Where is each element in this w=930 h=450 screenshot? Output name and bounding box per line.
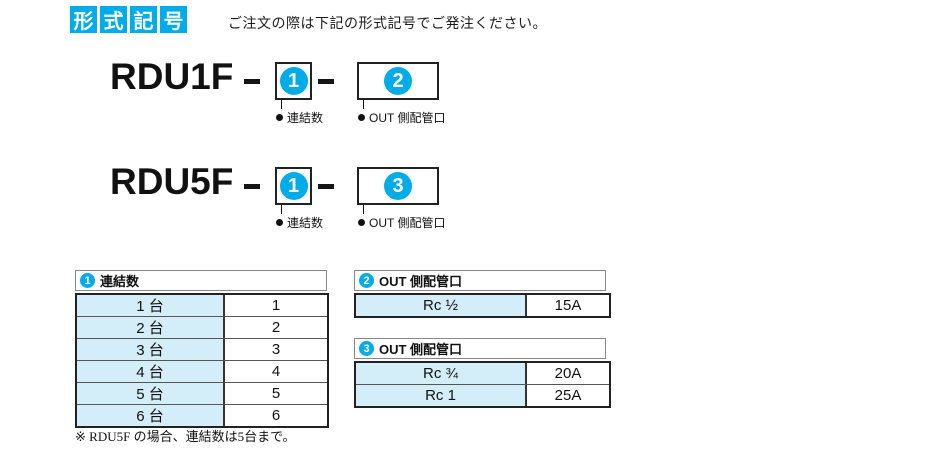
slot-box-2: 2: [357, 62, 439, 100]
table-cell-label: 6 台: [77, 405, 225, 426]
table-row: 3 台 3: [77, 338, 327, 360]
circled-number-3: 3: [384, 172, 412, 200]
table-row: 2 台 2: [77, 316, 327, 338]
slot-label-text: OUT 側配管口: [369, 216, 446, 230]
table-row: 4 台 4: [77, 360, 327, 382]
model-code-diagram-rdu5f: RDU5F 1 3 連結数 OUT 側配管口: [110, 163, 530, 233]
slot-box-2: 3: [357, 167, 439, 205]
slot-label-text: 連結数: [287, 216, 324, 230]
table-header-out-port-3: 3 OUT 側配管口: [354, 338, 606, 359]
table-header-renketsusu: 1 連結数: [75, 270, 327, 291]
slot-label-2: OUT 側配管口: [358, 214, 445, 231]
table-row: 6 台 6: [77, 404, 327, 426]
model-name: RDU5F: [110, 161, 234, 202]
circled-number-2: 2: [359, 273, 374, 288]
leader-line: [363, 100, 364, 109]
section-badge: 形 式 記 号: [70, 6, 187, 33]
slot-box-1: 1: [275, 167, 312, 205]
table-row: Rc ½ 15A: [356, 295, 609, 316]
model-name: RDU1F: [110, 56, 234, 97]
leader-line: [281, 205, 282, 214]
dash: [244, 184, 260, 189]
table-cell-label: Rc ¾: [356, 363, 527, 384]
dash: [318, 79, 334, 84]
bullet-marker: [276, 114, 283, 121]
table-row: 5 台 5: [77, 382, 327, 404]
table-cell-label: Rc 1: [356, 385, 527, 406]
bullet-marker: [276, 219, 283, 226]
badge-char-1: 形: [70, 6, 97, 33]
table-out-port-2: Rc ½ 15A: [354, 293, 611, 318]
table-cell-value: 2: [225, 317, 327, 338]
table-cell-label: Rc ½: [356, 295, 527, 316]
circled-number-3: 3: [359, 341, 374, 356]
table-row: 1 台 1: [77, 295, 327, 316]
table-cell-value: 20A: [527, 363, 609, 384]
slot-box-1: 1: [275, 62, 312, 100]
table-cell-value: 25A: [527, 385, 609, 406]
table-cell-label: 3 台: [77, 339, 225, 360]
slot-label-2: OUT 側配管口: [358, 109, 445, 126]
slot-label-1: 連結数: [276, 214, 323, 231]
badge-char-4: 号: [160, 6, 187, 33]
table-cell-value: 3: [225, 339, 327, 360]
table-cell-value: 15A: [527, 295, 609, 316]
circled-number-1: 1: [279, 172, 308, 200]
table-title: OUT 側配管口: [379, 342, 463, 357]
table-cell-value: 4: [225, 361, 327, 382]
circled-number-1: 1: [80, 273, 95, 288]
slot-label-text: 連結数: [287, 111, 324, 125]
bullet-marker: [358, 114, 365, 121]
table-out-port-3: Rc ¾ 20A Rc 1 25A: [354, 361, 611, 408]
table-cell-value: 6: [225, 405, 327, 426]
dash: [318, 184, 334, 189]
table-renketsusu: 1 台 1 2 台 2 3 台 3 4 台 4 5 台 5 6 台 6: [75, 293, 329, 428]
table-cell-label: 1 台: [77, 295, 225, 316]
leader-line: [363, 205, 364, 214]
table-title: OUT 側配管口: [379, 274, 463, 289]
table-row: Rc ¾ 20A: [356, 363, 609, 384]
table-cell-value: 5: [225, 383, 327, 404]
table-cell-label: 2 台: [77, 317, 225, 338]
intro-text: ご注文の際は下記の形式記号でご発注ください。: [228, 17, 547, 32]
table-title: 連結数: [100, 274, 140, 289]
badge-char-2: 式: [100, 6, 127, 33]
badge-char-3: 記: [130, 6, 157, 33]
circled-number-1: 1: [279, 67, 308, 95]
bullet-marker: [358, 219, 365, 226]
slot-label-text: OUT 側配管口: [369, 111, 446, 125]
leader-line: [281, 100, 282, 109]
dash: [244, 79, 260, 84]
slot-label-1: 連結数: [276, 109, 323, 126]
footnote: ※ RDU5F の場合、連結数は5台まで。: [75, 429, 296, 444]
table-cell-label: 5 台: [77, 383, 225, 404]
table-header-out-port-2: 2 OUT 側配管口: [354, 270, 606, 291]
table-row: Rc 1 25A: [356, 384, 609, 406]
table-cell-label: 4 台: [77, 361, 225, 382]
table-cell-value: 1: [225, 295, 327, 316]
model-code-diagram-rdu1f: RDU1F 1 2 連結数 OUT 側配管口: [110, 58, 530, 128]
circled-number-2: 2: [384, 67, 412, 95]
